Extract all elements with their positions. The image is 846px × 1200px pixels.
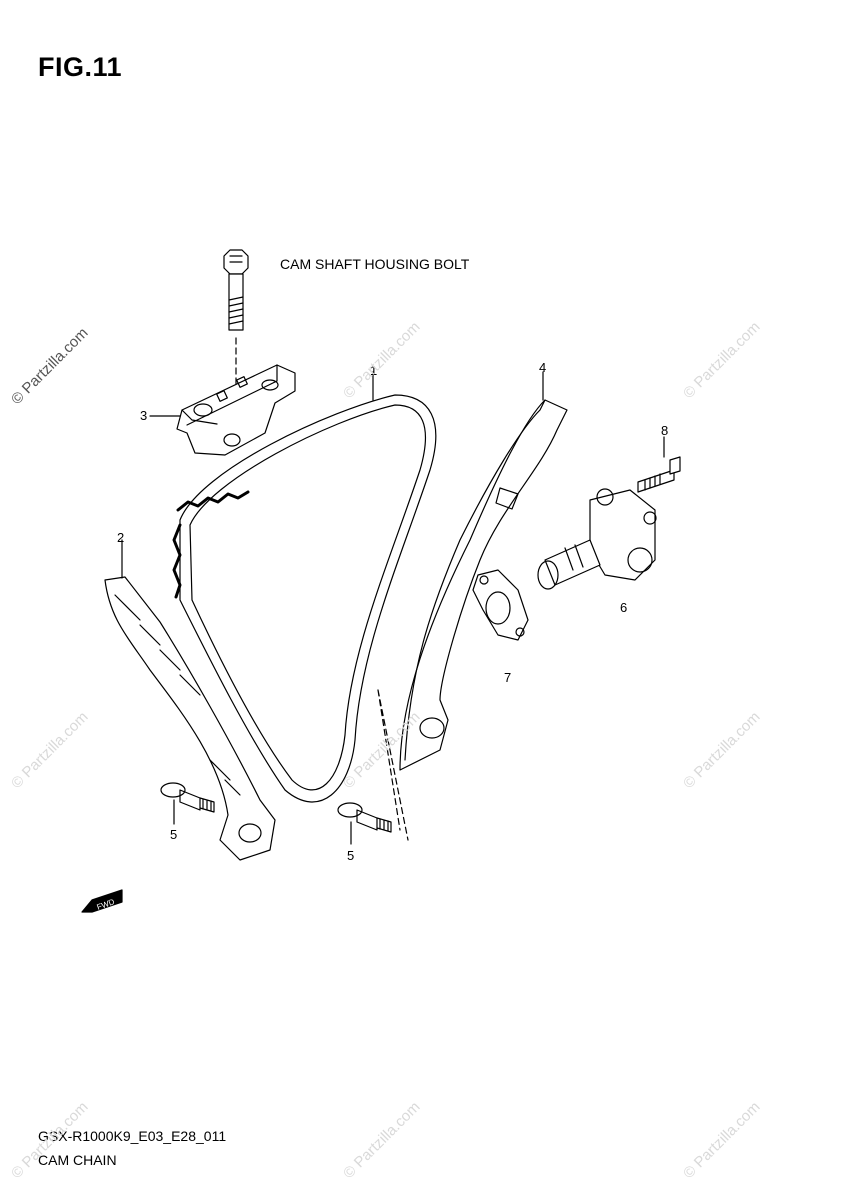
part-2-chain-guide[interactable] [104, 539, 276, 861]
callout-4[interactable]: 4 [539, 360, 547, 375]
housing-bolt[interactable] [223, 249, 249, 419]
part-5-bolt-right[interactable] [337, 802, 392, 845]
section-name: CAM CHAIN [38, 1152, 117, 1168]
fwd-arrow-icon [81, 889, 123, 913]
part-7-gasket[interactable] [472, 569, 529, 641]
part-1-cam-chain[interactable] [172, 371, 437, 803]
part-3-bracket[interactable] [149, 364, 296, 456]
callout-5b[interactable]: 5 [347, 848, 355, 863]
part-4-tensioner-guide[interactable] [377, 371, 568, 841]
part-5-bolt-left[interactable] [160, 782, 215, 825]
bolt-caption: CAM SHAFT HOUSING BOLT [280, 256, 470, 272]
callout-7[interactable]: 7 [504, 670, 512, 685]
part-6-tensioner-adjuster[interactable] [537, 488, 657, 590]
callout-5a[interactable]: 5 [170, 827, 178, 842]
model-code: GSX-R1000K9_E03_E28_011 [38, 1128, 227, 1144]
callout-1[interactable]: 1 [370, 363, 378, 378]
callout-8[interactable]: 8 [661, 423, 669, 438]
part-8-bolt[interactable] [637, 436, 681, 493]
figure-title: FIG.11 [38, 52, 123, 82]
callout-2[interactable]: 2 [117, 530, 125, 545]
callout-3[interactable]: 3 [140, 408, 148, 423]
callout-6[interactable]: 6 [620, 600, 628, 615]
